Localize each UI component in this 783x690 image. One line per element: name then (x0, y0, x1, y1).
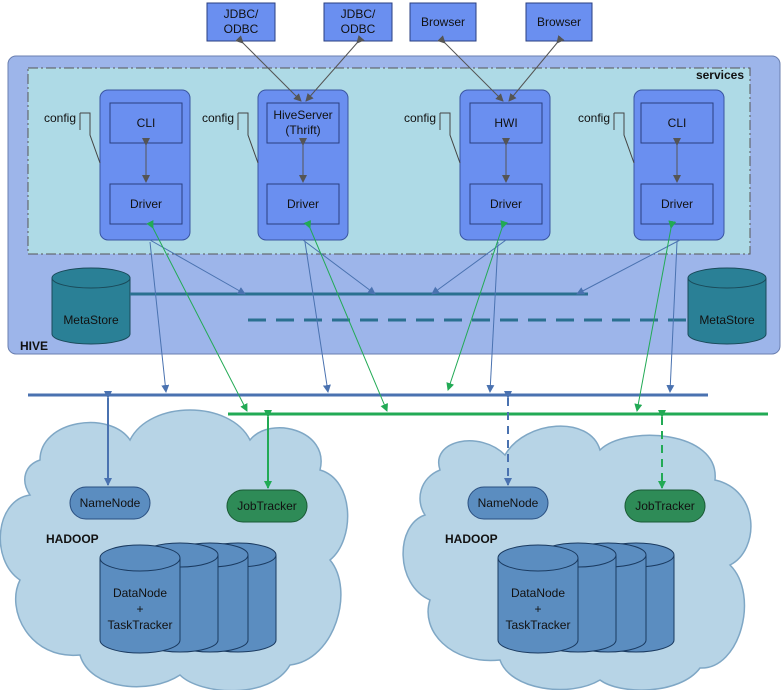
metastore-left: MetaStore (51, 267, 131, 345)
metastore-right-label: MetaStore (699, 313, 755, 327)
driver-hwi-box (469, 183, 543, 225)
jdbc-odbc-box-2 (323, 2, 393, 42)
driver-left-box (109, 183, 183, 225)
jobtracker-right (624, 489, 706, 523)
jobtracker-right-label: JobTracker (635, 499, 695, 513)
config-label-3: config (404, 111, 436, 125)
stack-cli-right: CLI Driver config (578, 89, 725, 241)
browser-box-2 (525, 2, 593, 42)
hwi-box (469, 102, 543, 144)
config-label-1: config (44, 111, 76, 125)
hwi-label: HWI (494, 116, 517, 130)
config-label-2: config (202, 111, 234, 125)
namenode-right (467, 486, 549, 520)
driver-hwi-label: Driver (490, 197, 522, 211)
datanode-left-line3: TaskTracker (108, 618, 173, 632)
services-label: services (696, 68, 744, 82)
browser-2-label: Browser (537, 15, 581, 29)
driver-hiveserver-box (266, 183, 340, 225)
jdbc-odbc-1-line1: JDBC/ (224, 7, 259, 21)
hadoop-right-label: HADOOP (445, 532, 498, 546)
hiveserver-label-line2: (Thrift) (285, 123, 320, 137)
hiveserver-label-line1: HiveServer (273, 108, 332, 122)
metastore-left-label: MetaStore (63, 313, 119, 327)
metastore-right: MetaStore (687, 267, 767, 345)
cli-left-box (109, 102, 183, 144)
jdbc-odbc-2-line1: JDBC/ (341, 7, 376, 21)
namenode-right-label: NameNode (478, 496, 539, 510)
browser-1-label: Browser (421, 15, 465, 29)
driver-right-label: Driver (661, 197, 693, 211)
stack-hiveserver: HiveServer (Thrift) Driver config (202, 89, 349, 241)
jdbc-odbc-1-line2: ODBC (224, 22, 259, 36)
datanode-stack-left: DataNode + TaskTracker (99, 542, 277, 654)
hadoop-left-label: HADOOP (46, 532, 99, 546)
stack-hwi: HWI Driver config (404, 89, 551, 241)
cli-left-label: CLI (137, 116, 156, 130)
jobtracker-left (226, 489, 308, 523)
datanode-right-line3: TaskTracker (506, 618, 571, 632)
datanode-left-line1: DataNode (113, 586, 167, 600)
namenode-left (69, 486, 151, 520)
jobtracker-left-label: JobTracker (237, 499, 297, 513)
jdbc-odbc-2-line2: ODBC (341, 22, 376, 36)
cli-right-box (640, 102, 714, 144)
datanode-left-line2: + (136, 602, 143, 616)
driver-left-label: Driver (130, 197, 162, 211)
namenode-left-label: NameNode (80, 496, 141, 510)
hiveserver-box (266, 102, 340, 144)
hive-label: HIVE (20, 339, 48, 353)
config-label-4: config (578, 111, 610, 125)
datanode-stack-right: DataNode + TaskTracker (497, 542, 675, 654)
cli-right-label: CLI (668, 116, 687, 130)
datanode-right-line2: + (534, 602, 541, 616)
stack-cli-left: CLI Driver config (44, 89, 191, 241)
datanode-right-line1: DataNode (511, 586, 565, 600)
driver-hiveserver-label: Driver (287, 197, 319, 211)
driver-right-box (640, 183, 714, 225)
